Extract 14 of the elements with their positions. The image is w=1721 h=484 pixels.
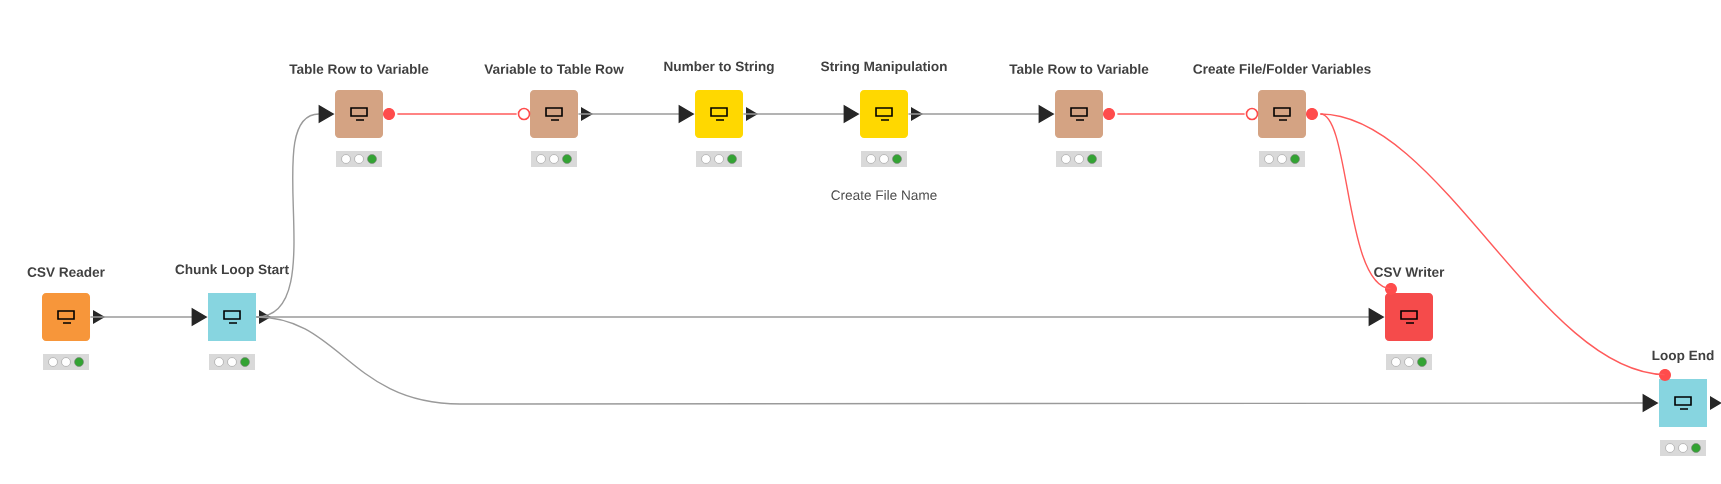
node-title: Create File/Folder Variables xyxy=(1193,63,1371,74)
node-title: Loop End xyxy=(1652,350,1714,363)
connector xyxy=(396,113,518,115)
node-title: CSV Writer xyxy=(1374,266,1445,277)
connector xyxy=(1319,113,1666,376)
node-caption: Create File Name xyxy=(831,190,937,200)
node-title: Number to String xyxy=(664,61,774,74)
node-title: String Manipulation xyxy=(820,61,947,74)
node-title: CSV Reader xyxy=(27,266,105,277)
node-title: Variable to Table Row xyxy=(484,63,624,74)
node-title: Table Row to Variable xyxy=(1009,63,1149,74)
node-title: Chunk Loop Start xyxy=(175,264,289,277)
connector xyxy=(1116,113,1246,115)
node-title: Table Row to Variable xyxy=(289,63,429,74)
